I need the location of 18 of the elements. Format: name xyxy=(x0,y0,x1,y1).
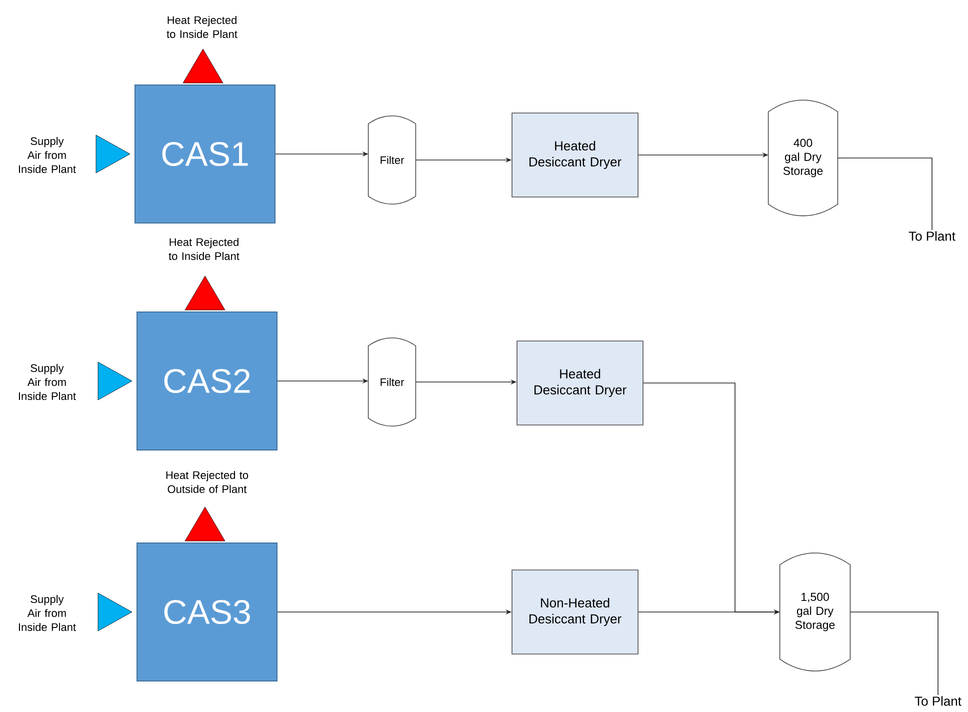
dryer-box: Non-Heated Desiccant Dryer xyxy=(512,570,638,654)
filter-drum: Filter xyxy=(368,337,416,427)
annotation-text: Heat Rejected to Inside Plant xyxy=(168,238,240,260)
outlet-label: To Plant xyxy=(914,696,962,706)
dryer-box: Heated Desiccant Dryer xyxy=(512,112,638,198)
annotation-text: Heat Rejected to Inside Plant xyxy=(166,16,238,38)
annotation-text: Supply Air from Inside Plant xyxy=(18,136,76,174)
annotation-text: Heat Rejected to Outside of Plant xyxy=(166,470,248,494)
outlet-label: To Plant xyxy=(908,231,956,241)
annotation-text: Supply Air from Inside Plant xyxy=(18,594,76,632)
compressor-box: CAS2 xyxy=(136,312,278,450)
annotation-text: Supply Air from Inside Plant xyxy=(18,364,76,400)
compressor-box: CAS1 xyxy=(134,84,276,224)
filter-drum: Filter xyxy=(368,115,416,205)
storage-tank: 1,500 gal Dry Storage xyxy=(779,552,851,672)
dryer-box: Heated Desiccant Dryer xyxy=(516,340,644,426)
storage-tank: 400 gal Dry Storage xyxy=(768,100,838,216)
compressor-box: CAS3 xyxy=(136,542,278,682)
